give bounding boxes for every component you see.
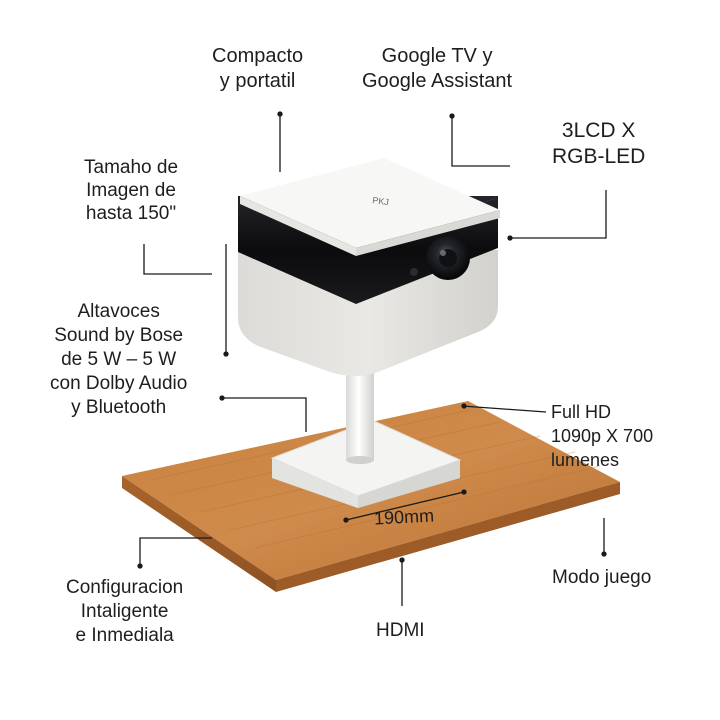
sensor-icon [410, 268, 418, 276]
callout-altavoces: Altavoces Sound by Bose de 5 W – 5 W con… [50, 301, 188, 418]
callout-3lcd: 3LCD X RGB-LED [552, 119, 646, 168]
callout-compacto: Compacto y portatil [212, 45, 304, 92]
callout-hdmi: HDMI [376, 620, 425, 641]
callout-modo-juego: Modo juego [552, 567, 652, 588]
projector: PKJ [238, 158, 500, 376]
callout-lines [137, 111, 607, 606]
callout-google-tv: Google TV y Google Assistant [362, 45, 513, 92]
brand-logo: PKJ [372, 195, 390, 207]
callout-tamano-imagen: Tamaho de Imagen de hasta 150" [84, 157, 179, 224]
callout-full-hd: Full HD 1090p X 700 lumenes [551, 402, 654, 470]
callout-width: 190mm [373, 505, 435, 529]
callout-configuracion: Configuracion Intaligente e Inmediala [66, 577, 184, 646]
